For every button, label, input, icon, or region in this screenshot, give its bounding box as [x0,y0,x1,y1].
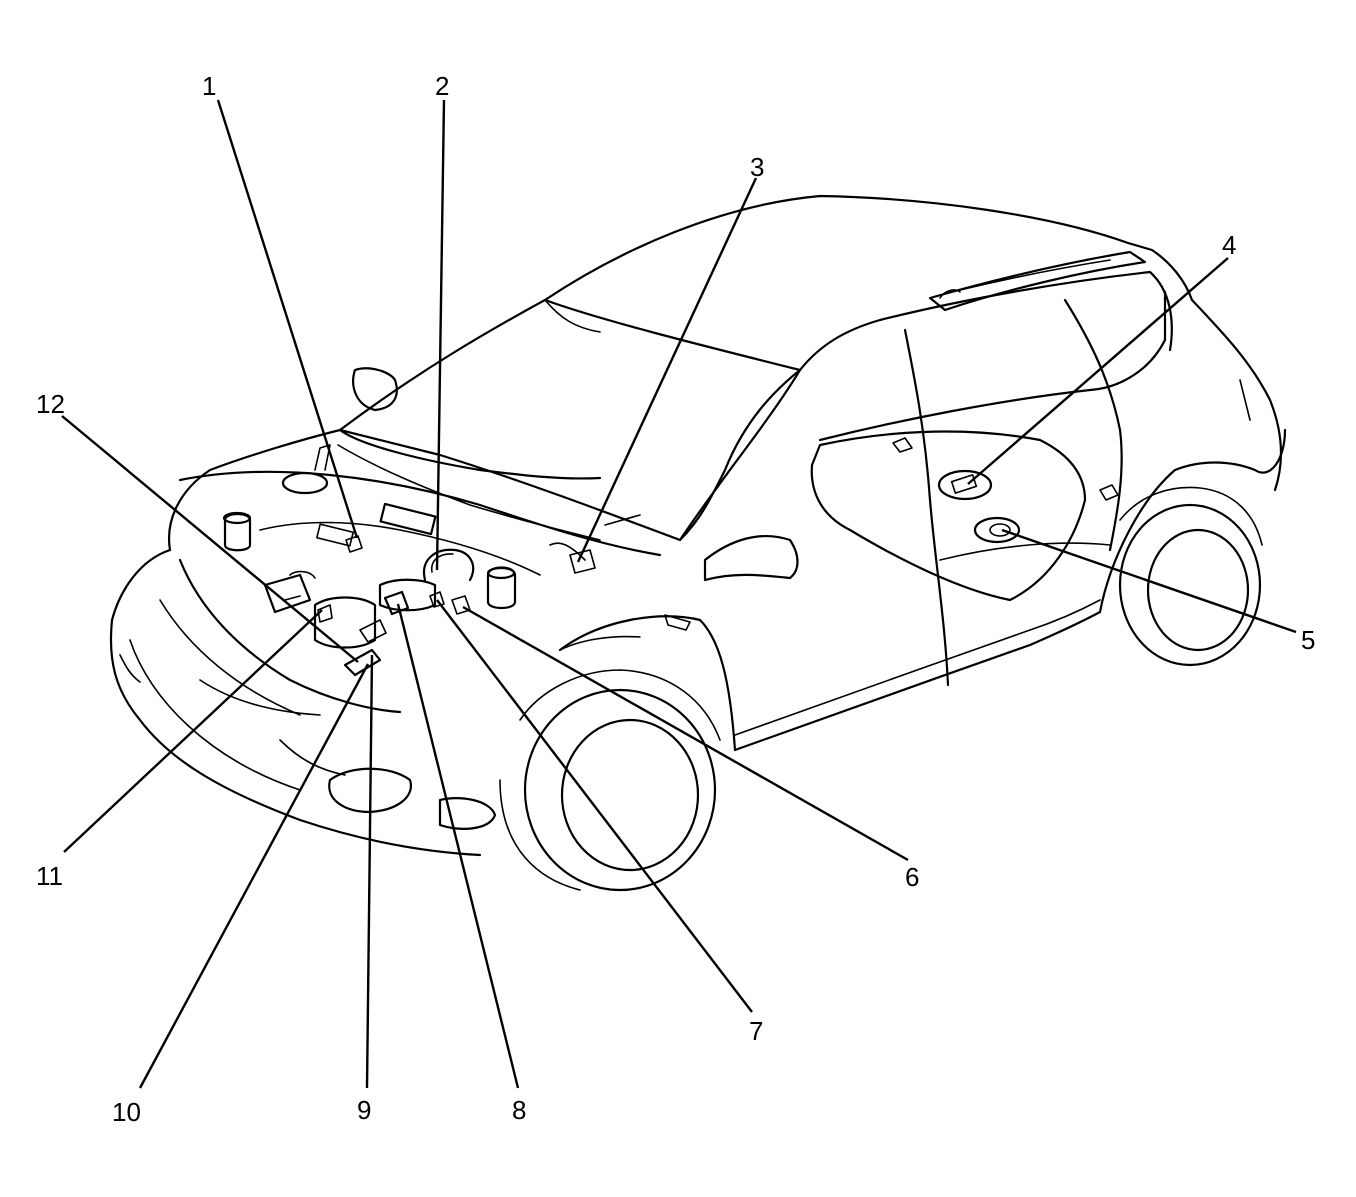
callout-5: 5 [1301,625,1315,655]
hood-outline [168,428,602,552]
side-mirror [703,535,799,582]
callout-9: 9 [357,1095,371,1125]
callout-1: 1 [202,71,216,101]
callout-3: 3 [750,152,764,182]
vehicle-illustration [109,194,1287,892]
leader-9 [365,654,374,1089]
front-door-line [903,328,950,687]
front-wheel-rim [560,718,700,872]
callout-12: 12 [36,389,65,419]
side-window-outline [818,290,1167,442]
leader-2 [435,99,446,571]
leader-11 [63,609,323,853]
a-pillar [798,270,1173,372]
rear-wheel-rim [1146,528,1250,652]
rocker-panel [733,610,1102,752]
roof-outline [543,194,1194,302]
callout-leaders [61,99,1297,1089]
leader-10 [138,663,370,1089]
leader-4 [967,257,1229,485]
callout-10: 10 [112,1097,141,1127]
reservoir-right [486,566,517,610]
interior-floor-panel [810,430,1087,602]
rear-wheel-tire [1118,503,1262,667]
front-wheel-tire [523,688,717,892]
callout-7: 7 [749,1016,763,1046]
leader-1 [216,99,359,539]
leader-7 [436,599,753,1013]
callout-labels: 1 2 3 4 5 6 7 8 9 10 11 12 [36,71,1315,1127]
module-box [379,502,437,536]
rear-fender [1098,428,1287,614]
leader-12 [61,415,359,663]
leader-3 [576,177,758,563]
leader-8 [396,603,520,1089]
callout-2: 2 [435,71,449,101]
rear-door-line [1063,298,1123,552]
fog-lamp-left [328,767,413,814]
leader-6 [462,605,909,862]
leader-5 [1001,528,1297,634]
grille [178,558,402,714]
floor-sensor-well-5 [973,516,1021,544]
callout-11: 11 [36,861,63,891]
floor-sensor-well-4 [937,469,993,501]
wiring-harness [422,548,475,582]
windshield [338,298,802,542]
front-fender [558,615,737,752]
air-cleaner [313,596,377,649]
strut-cap [281,471,329,495]
reservoir-left [223,512,252,552]
callout-8: 8 [512,1095,526,1125]
callout-4: 4 [1222,230,1236,260]
rear-quarter [1190,298,1283,492]
engine-bay-outline [178,470,662,557]
callout-6: 6 [905,862,919,892]
